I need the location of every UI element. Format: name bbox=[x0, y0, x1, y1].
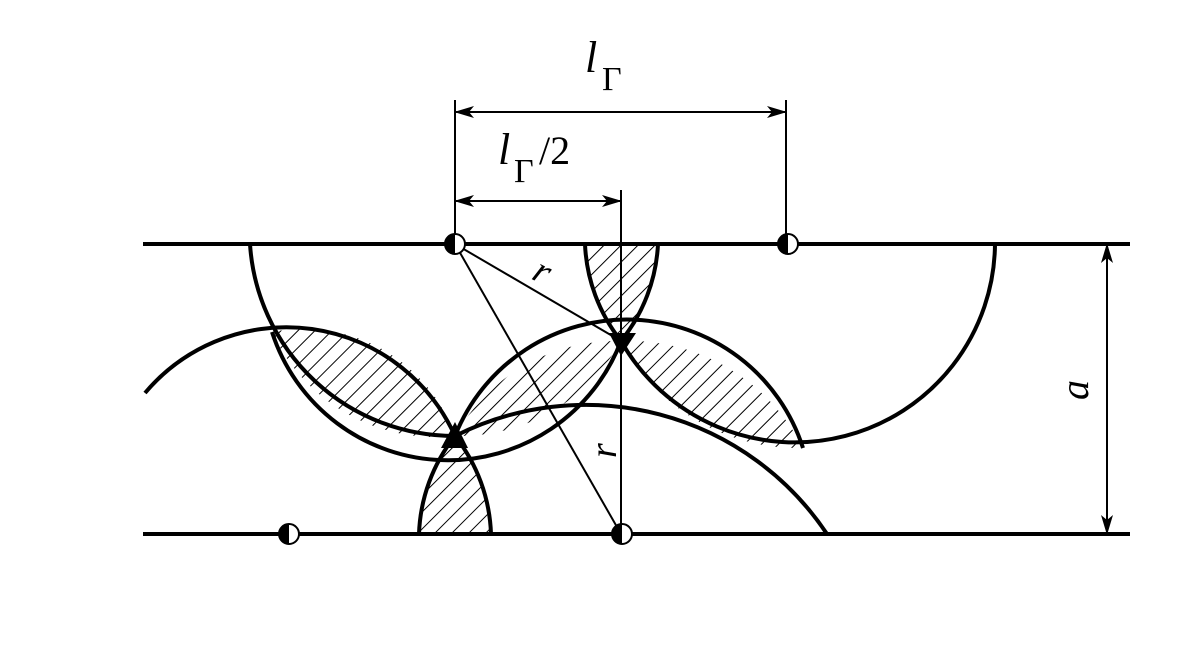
overlap-right-lens bbox=[621, 340, 803, 449]
label-r-top: r bbox=[526, 249, 559, 293]
label-a: a bbox=[1052, 380, 1097, 400]
source-point-top-left bbox=[444, 233, 466, 255]
boundary-lines bbox=[143, 242, 1130, 536]
overlap-bottom-lens bbox=[419, 436, 491, 534]
labels: l Γ l Γ /2 r r a bbox=[498, 33, 1097, 458]
arc-left-large bbox=[248, 244, 456, 439]
label-half-lgamma-l: l bbox=[498, 125, 510, 174]
label-lgamma-sub: Γ bbox=[602, 61, 622, 98]
source-points bbox=[278, 233, 799, 545]
label-lgamma-l: l bbox=[585, 33, 597, 82]
source-point-bottom-left bbox=[278, 523, 300, 545]
label-half-lgamma-suffix: /2 bbox=[539, 128, 570, 173]
wedge-lower bbox=[441, 422, 468, 448]
arc-center-lower bbox=[270, 331, 623, 463]
dimension-lines bbox=[454, 100, 1113, 535]
label-lgamma: l Γ bbox=[585, 33, 622, 98]
source-point-top-right bbox=[777, 233, 799, 255]
label-half-lgamma: l Γ /2 bbox=[498, 125, 570, 190]
arc-right-outer bbox=[454, 402, 829, 534]
source-point-bottom-center bbox=[611, 523, 633, 545]
overlap-left-lens bbox=[272, 328, 455, 438]
radius-lines bbox=[454, 190, 622, 535]
arc-right-large bbox=[619, 244, 997, 445]
arc-far-left bbox=[143, 325, 457, 437]
radius-line-top bbox=[454, 243, 622, 342]
arc-top-lens-left bbox=[583, 244, 623, 343]
radius-line-diagonal bbox=[454, 243, 622, 535]
arc-center-upper bbox=[453, 317, 805, 449]
label-r-vertical: r bbox=[583, 443, 625, 458]
label-half-lgamma-sub: Γ bbox=[514, 153, 534, 190]
arc-top-lens-right bbox=[619, 244, 660, 343]
